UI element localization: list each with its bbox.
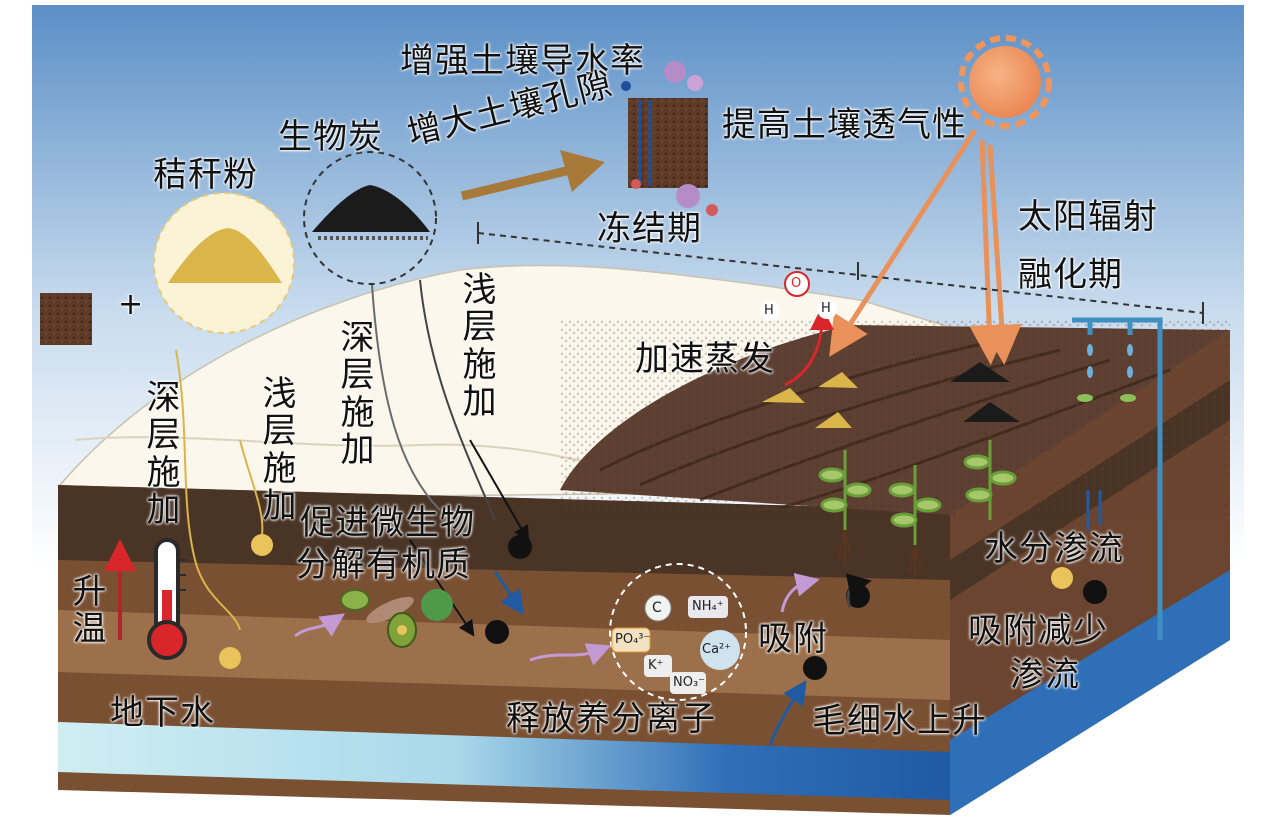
nutrient-ions-cluster <box>609 563 747 701</box>
water-molecule-icon <box>760 271 837 321</box>
ion-po4: PO₄³⁻ <box>615 632 651 647</box>
label-adsorption: 吸附 <box>758 619 828 659</box>
sun-icon <box>958 35 1052 129</box>
label-solar-radiation: 太阳辐射 <box>1018 197 1158 237</box>
label-improve-aeration: 提高土壤透气性 <box>722 105 967 145</box>
molecule-h-left: H <box>764 303 774 318</box>
label-shallow-apply-right: 浅层施加 <box>462 270 498 423</box>
label-straw-powder: 秸秆粉 <box>153 155 258 195</box>
molecule-h-right: H <box>821 301 831 316</box>
crop-plants <box>818 440 1017 545</box>
label-shallow-apply-left: 浅层施加 <box>262 374 298 527</box>
label-warming: 升温 <box>72 572 108 650</box>
ion-nh4: NH₄⁺ <box>692 599 724 614</box>
thermometer-icon <box>147 538 187 660</box>
ion-c: C <box>652 600 662 616</box>
soil-sample-icon <box>40 293 92 345</box>
microbes-icon <box>340 589 453 648</box>
label-water-seepage: 水分渗流 <box>984 529 1124 569</box>
label-increase-conductivity: 增强土壤导水率 <box>400 41 645 81</box>
label-groundwater: 地下水 <box>110 693 215 733</box>
groundwater-band <box>58 722 950 800</box>
porosity-arrow <box>460 150 605 201</box>
ion-ca: Ca²⁺ <box>702 642 732 657</box>
label-release-nutrients: 释放养分离子 <box>506 699 716 739</box>
ion-k: K⁺ <box>648 658 664 673</box>
label-reduce-seepage-line2: 渗流 <box>1010 655 1080 695</box>
label-biochar: 生物炭 <box>278 117 383 157</box>
label-capillary-rise: 毛细水上升 <box>812 701 987 741</box>
label-deep-apply-left: 深层施加 <box>146 378 182 531</box>
soil-cube-icon <box>621 61 718 216</box>
biochar-icon <box>303 151 437 285</box>
irrigation-pipe <box>1072 317 1163 640</box>
label-thawing-period: 融化期 <box>1018 255 1123 295</box>
label-freezing-period: 冻结期 <box>597 209 702 249</box>
label-reduce-seepage-line1: 吸附减少 <box>968 611 1108 651</box>
straw-powder-icon <box>153 192 295 334</box>
label-accelerate-evaporation: 加速蒸发 <box>635 339 775 379</box>
label-microbe-line1: 促进微生物 <box>300 503 475 543</box>
biochar-piles-field <box>950 362 1020 422</box>
molecule-o: O <box>791 276 802 291</box>
timeline <box>477 222 1204 324</box>
plus-sign: + <box>118 287 145 322</box>
straw-piles-field <box>762 372 858 428</box>
label-microbe-line2: 分解有机质 <box>296 545 471 585</box>
ion-no3: NO₃⁻ <box>673 675 706 690</box>
label-deep-apply-center: 深层施加 <box>340 318 376 471</box>
